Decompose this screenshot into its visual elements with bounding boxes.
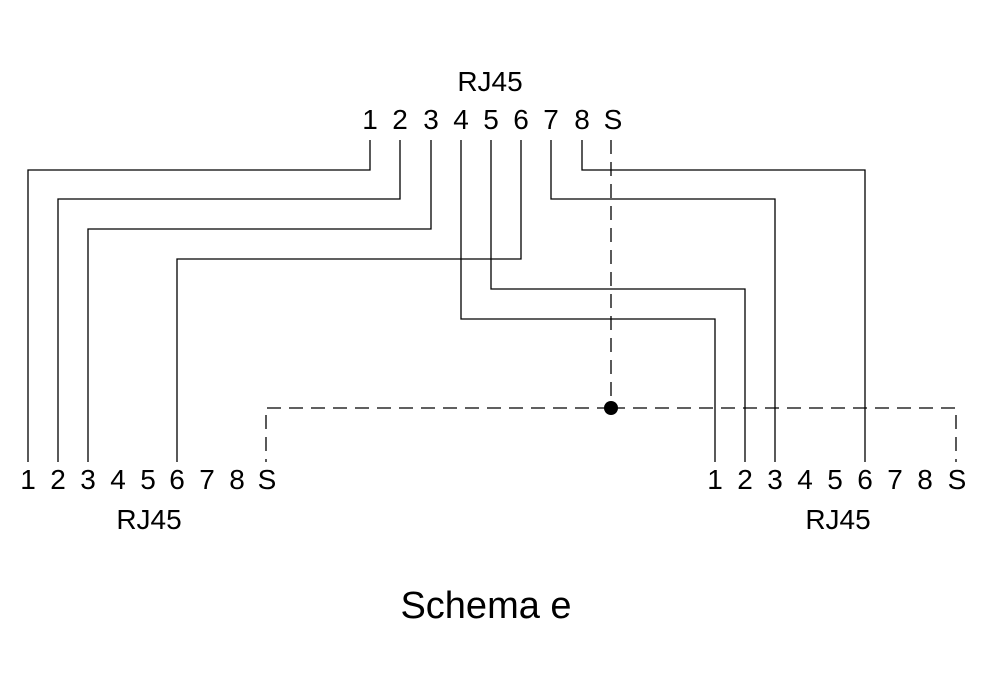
shield-wire-left bbox=[265, 407, 611, 462]
top-pin-4: 4 bbox=[453, 104, 469, 135]
wire-7-to-right-3 bbox=[550, 140, 776, 462]
top-pin-2: 2 bbox=[392, 104, 408, 135]
left-pin-6: 6 bbox=[169, 464, 185, 495]
right-pin-4: 4 bbox=[797, 464, 813, 495]
top-connector: RJ45 1 2 3 4 5 6 7 8 S bbox=[362, 66, 622, 135]
left-connector-label: RJ45 bbox=[116, 504, 181, 535]
left-pin-s: S bbox=[258, 464, 277, 495]
top-pin-1: 1 bbox=[362, 104, 378, 135]
top-connector-label: RJ45 bbox=[457, 66, 522, 97]
left-pin-2: 2 bbox=[50, 464, 66, 495]
wire-4-to-right-1 bbox=[460, 140, 716, 462]
right-connector: 1 2 3 4 5 6 7 8 S RJ45 bbox=[707, 464, 966, 535]
right-pin-8: 8 bbox=[917, 464, 933, 495]
left-pin-3: 3 bbox=[80, 464, 96, 495]
left-pin-5: 5 bbox=[140, 464, 156, 495]
wire-2-to-left-2 bbox=[57, 140, 401, 462]
wire-3-to-left-3 bbox=[87, 140, 432, 462]
wire-8-to-right-6 bbox=[581, 140, 866, 462]
left-pin-4: 4 bbox=[110, 464, 126, 495]
left-pin-8: 8 bbox=[229, 464, 245, 495]
right-pin-7: 7 bbox=[887, 464, 903, 495]
top-pin-s: S bbox=[604, 104, 623, 135]
left-pin-1: 1 bbox=[20, 464, 36, 495]
right-pin-6: 6 bbox=[857, 464, 873, 495]
right-pin-3: 3 bbox=[767, 464, 783, 495]
wire-5-to-right-2 bbox=[490, 140, 746, 462]
shield-wire-right bbox=[611, 407, 957, 462]
right-connector-label: RJ45 bbox=[805, 504, 870, 535]
top-pin-7: 7 bbox=[543, 104, 559, 135]
right-pin-1: 1 bbox=[707, 464, 723, 495]
left-connector: 1 2 3 4 5 6 7 8 S RJ45 bbox=[20, 464, 276, 535]
right-pin-2: 2 bbox=[737, 464, 753, 495]
right-pin-5: 5 bbox=[827, 464, 843, 495]
shield-junction-dot bbox=[604, 401, 618, 415]
left-pin-7: 7 bbox=[199, 464, 215, 495]
right-pin-s: S bbox=[948, 464, 967, 495]
wire-1-to-left-1 bbox=[27, 140, 371, 462]
top-pin-6: 6 bbox=[513, 104, 529, 135]
diagram-title: Schema e bbox=[400, 585, 571, 627]
top-pin-8: 8 bbox=[574, 104, 590, 135]
wire-6-to-left-6 bbox=[176, 140, 522, 462]
top-pin-3: 3 bbox=[423, 104, 439, 135]
top-pin-5: 5 bbox=[483, 104, 499, 135]
